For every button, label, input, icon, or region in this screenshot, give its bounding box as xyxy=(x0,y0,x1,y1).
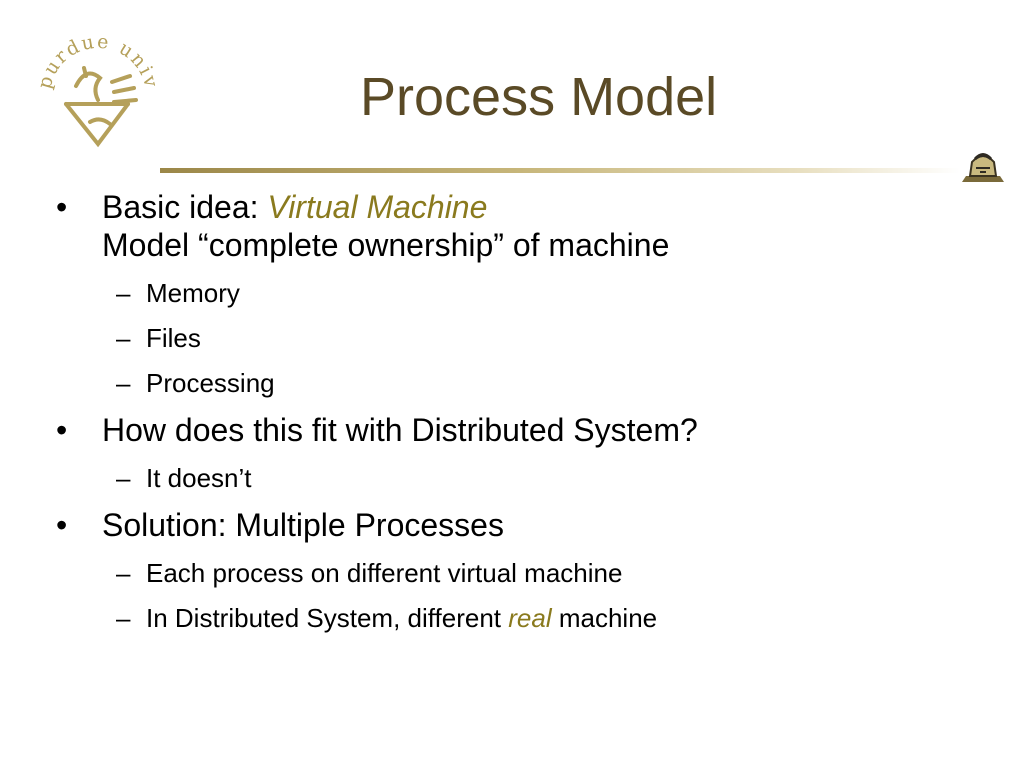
bullet-dot: • xyxy=(56,507,68,543)
bullet-emphasis: Virtual Machine xyxy=(267,189,488,225)
sub-bullet-text: Files xyxy=(146,323,201,353)
sub-bullet-processing: – Processing xyxy=(56,367,986,399)
sub-bullet-text: Memory xyxy=(146,278,240,308)
bullet-solution: • Solution: Multiple Processes xyxy=(56,506,986,544)
sub-bullet-emphasis: real xyxy=(508,603,552,633)
sub-bullet-it-doesnt: – It doesn’t xyxy=(56,462,986,494)
sub-bullet-real-machine: – In Distributed System, different real … xyxy=(56,602,986,634)
dash-glyph: – xyxy=(116,323,131,353)
griffin-seal-icon xyxy=(64,66,138,148)
sub-bullet-prefix: In Distributed System, different xyxy=(146,603,509,633)
sub-bullet-each-process: – Each process on different virtual mach… xyxy=(56,557,986,589)
sub-bullet-text: Each process on different virtual machin… xyxy=(146,558,623,588)
bullet-prefix: Basic idea: xyxy=(102,189,268,225)
bullet-text: How does this fit with Distributed Syste… xyxy=(102,412,698,448)
bullet-distributed-fit: • How does this fit with Distributed Sys… xyxy=(56,411,986,449)
bullet-text: Solution: Multiple Processes xyxy=(102,507,504,543)
sub-bullet-files: – Files xyxy=(56,322,986,354)
title-underline xyxy=(160,168,960,173)
bullet-line: Basic idea: Virtual Machine xyxy=(102,188,986,226)
bullet-dot: • xyxy=(56,189,68,225)
seal-lettering: purdue university xyxy=(28,26,162,91)
dash-glyph: – xyxy=(116,603,131,633)
purdue-seal-icon: purdue university xyxy=(28,26,162,148)
sub-bullet-text: Processing xyxy=(146,368,275,398)
dash-glyph: – xyxy=(116,368,131,398)
sub-bullet-text: It doesn’t xyxy=(146,463,252,493)
dash-glyph: – xyxy=(116,558,131,588)
dash-glyph: – xyxy=(116,278,131,308)
dash-glyph: – xyxy=(116,463,131,493)
sub-bullet-suffix: machine xyxy=(551,603,658,633)
purdue-pete-icon xyxy=(962,153,1004,182)
sub-bullet-memory: – Memory xyxy=(56,277,986,309)
bullet-basic-idea: • Basic idea: Virtual Machine Model “com… xyxy=(56,188,986,264)
bullet-continuation: Model “complete ownership” of machine xyxy=(102,227,670,263)
slide-title: Process Model xyxy=(360,67,718,127)
bullet-dot: • xyxy=(56,412,68,448)
slide-body: • Basic idea: Virtual Machine Model “com… xyxy=(56,188,986,634)
